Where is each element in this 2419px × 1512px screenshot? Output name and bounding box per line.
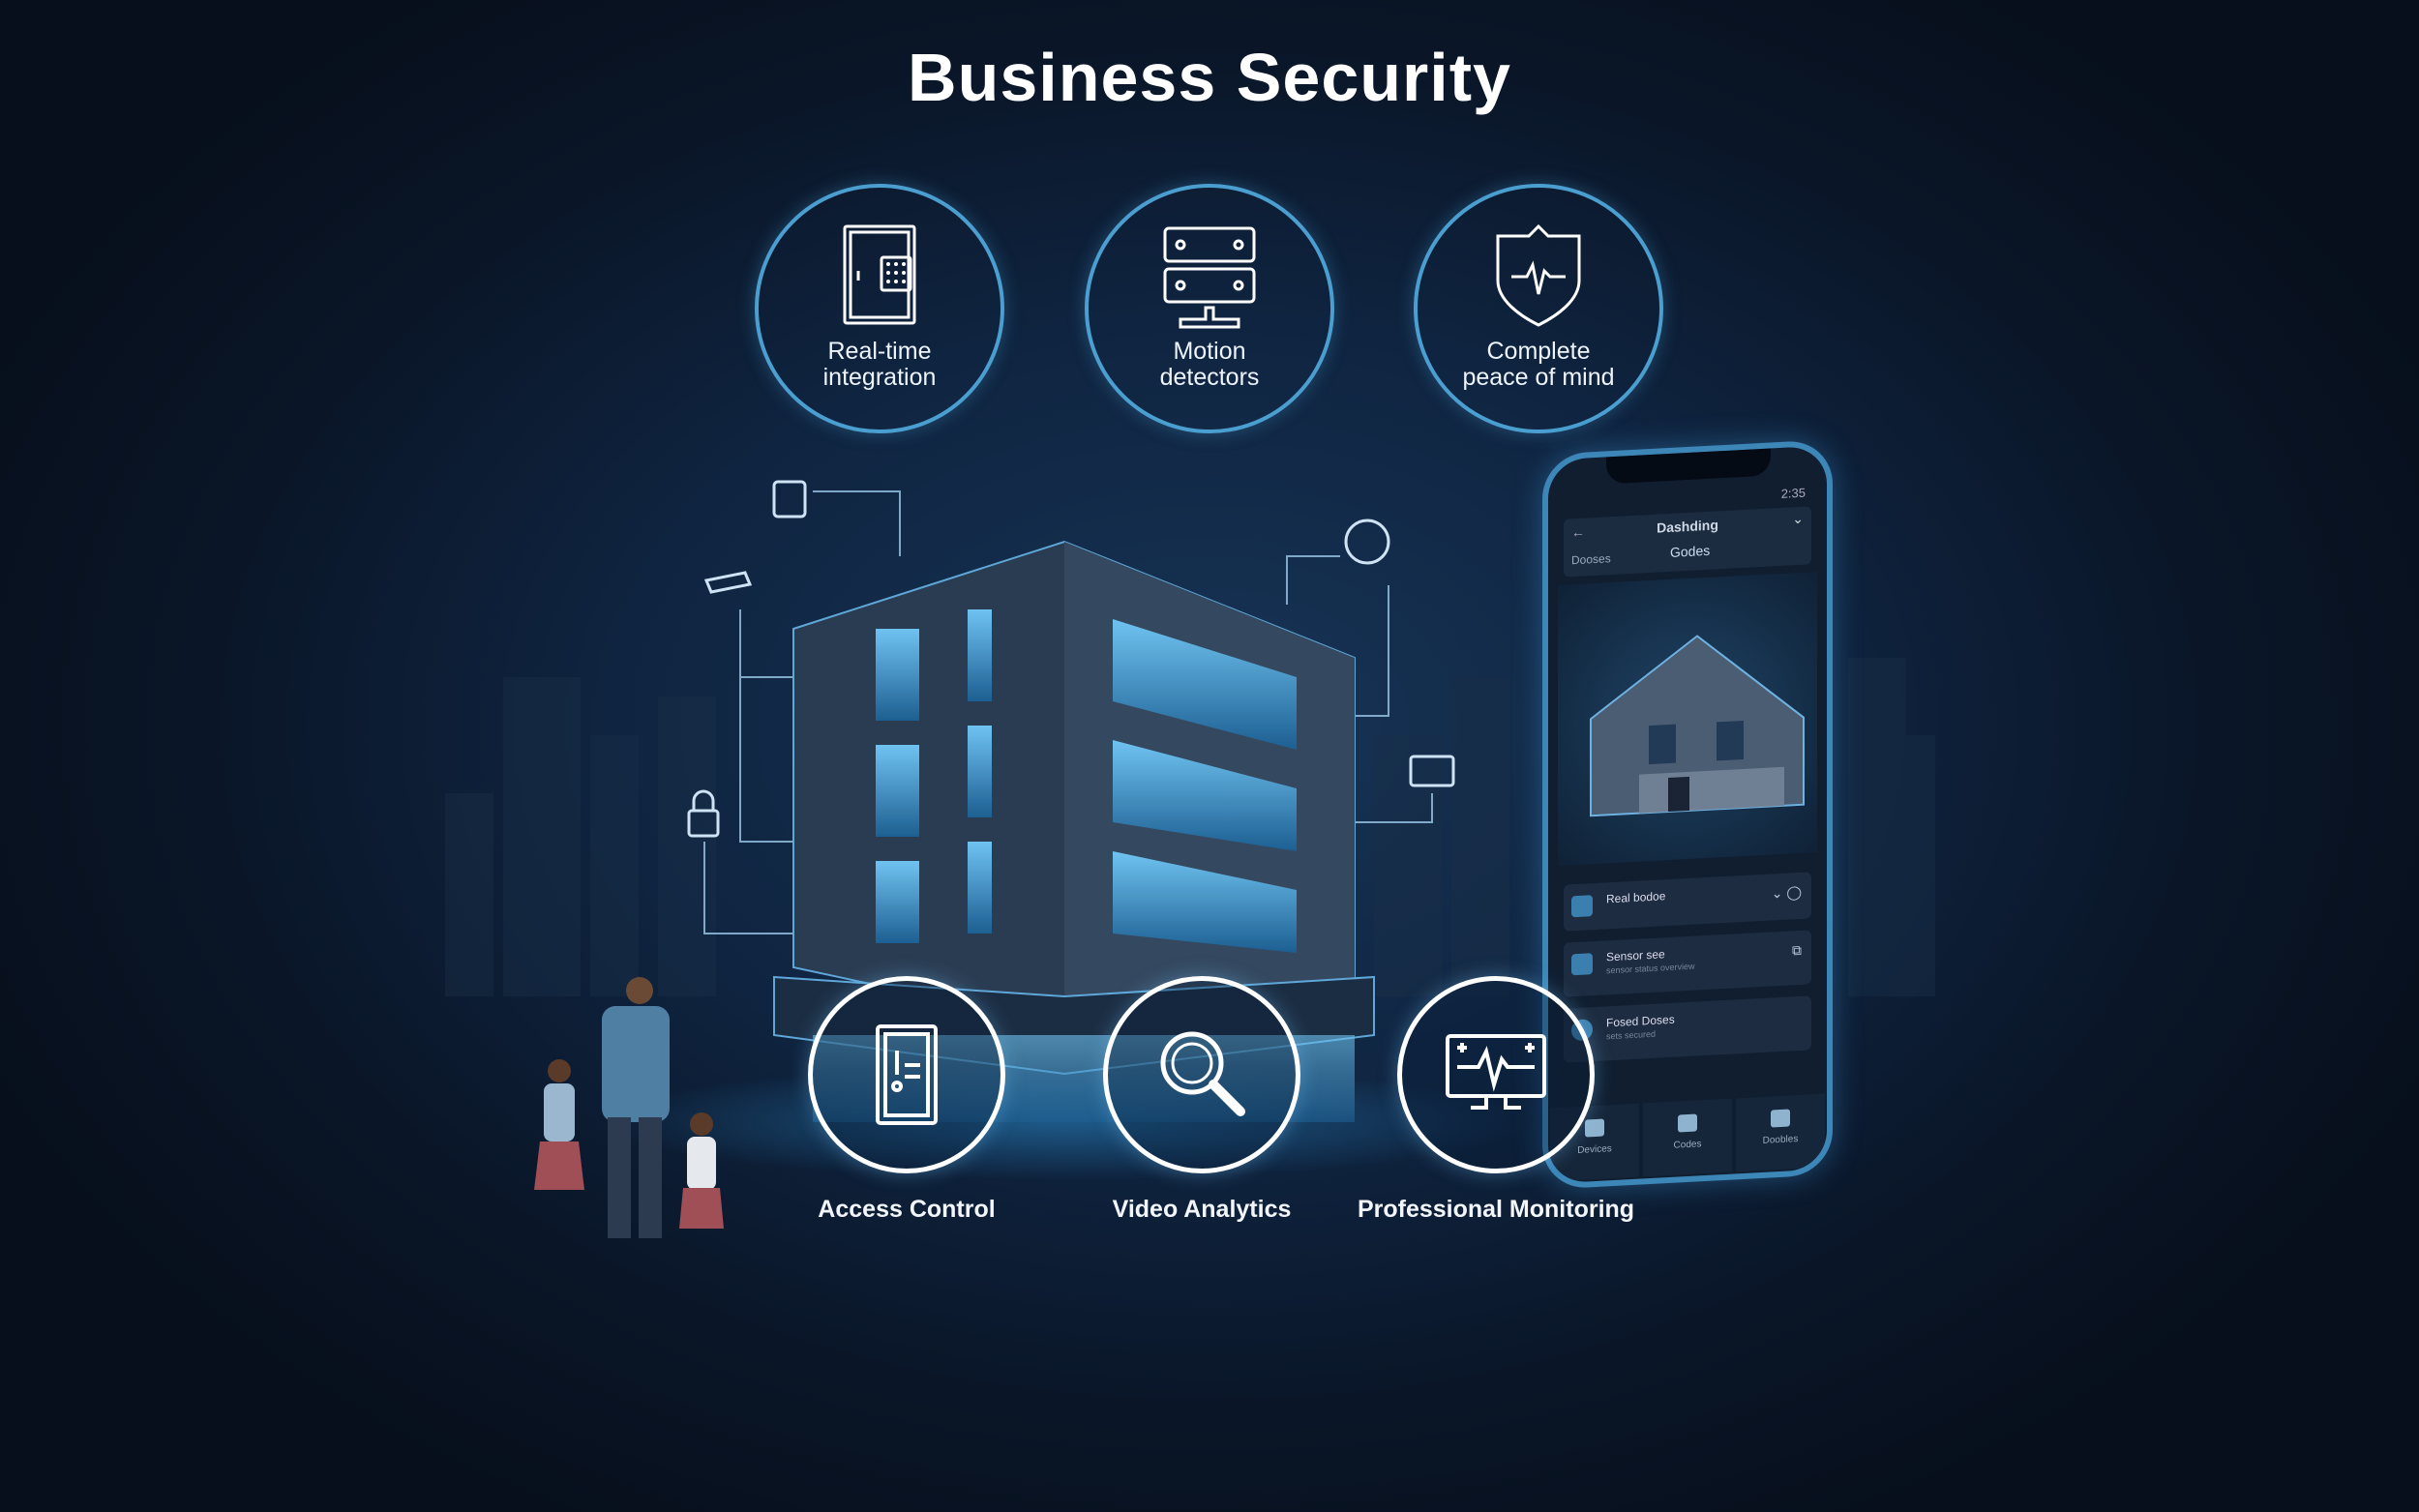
camera-icon [1571,895,1593,918]
sensor-icon [1571,953,1593,976]
phone-list-item[interactable]: Real bodoe ⌄ ◯ [1564,872,1811,932]
solution-video-analytics [1103,976,1300,1173]
family-figures [534,977,724,1238]
solution-label: Access Control [818,1196,996,1223]
row-title: Sensor see [1606,947,1665,964]
phone-tab-left[interactable]: Dooses [1571,551,1611,568]
motion-sensor-icon [1163,226,1256,329]
row-title: Real bodoe [1606,889,1666,906]
chevron-down-icon[interactable]: ⌄ [1792,510,1804,527]
shield-pulse-icon [1496,223,1581,327]
floating-device-icons [687,480,1455,838]
monitor-pulse-icon [1446,1034,1546,1110]
phone-tab-center[interactable]: Godes [1670,542,1711,560]
devices-icon: ⧉ [1792,941,1802,959]
row-subtitle: sets secured [1606,1028,1657,1042]
feature-label-line2: integration [822,364,937,391]
phone-bottom-nav: Devices Codes Doobles [1548,1091,1827,1183]
phone-list-item[interactable]: Fosed Doses sets secured [1564,995,1811,1063]
house-preview-image [1558,571,1817,867]
solution-label: Video Analytics [1112,1196,1292,1223]
row-subtitle: sensor status overview [1606,961,1695,976]
connector-lines [703,490,1433,934]
solution-access-control [808,976,1005,1173]
phone-title: Dashding [1657,517,1718,536]
phone-list-item[interactable]: Sensor see sensor status overview ⧉ [1564,930,1811,997]
nav-codes[interactable]: Codes [1643,1098,1732,1177]
magnifier-icon [1160,1031,1245,1116]
phone-time: 2:35 [1780,485,1806,501]
city-skyline [445,658,1935,996]
feature-label-line2: peace of mind [1462,364,1615,391]
solution-professional-monitoring [1397,976,1595,1173]
nav-doobles[interactable]: Doobles [1736,1093,1825,1172]
solution-label: Professional Monitoring [1357,1196,1635,1223]
keypad-safe-icon [843,224,916,325]
office-building [773,540,1375,1122]
feature-label-line1: Motion [1173,338,1246,365]
chevron-down-icon[interactable]: ⌄ ◯ [1771,883,1802,902]
row-title: Fosed Doses [1606,1012,1675,1030]
phone-notch [1606,448,1771,485]
feature-label-line1: Real-time [827,338,932,365]
phone-app-mockup: 2:35 ← Dashding ⌄ Dooses Godes Real bodo… [1542,439,1833,1190]
feature-label-line1: Complete [1486,338,1591,365]
phone-header: ← Dashding ⌄ Dooses Godes [1564,506,1811,578]
feature-label-line2: detectors [1159,364,1260,391]
page-title: Business Security [908,40,1511,115]
door-access-icon [876,1024,938,1125]
